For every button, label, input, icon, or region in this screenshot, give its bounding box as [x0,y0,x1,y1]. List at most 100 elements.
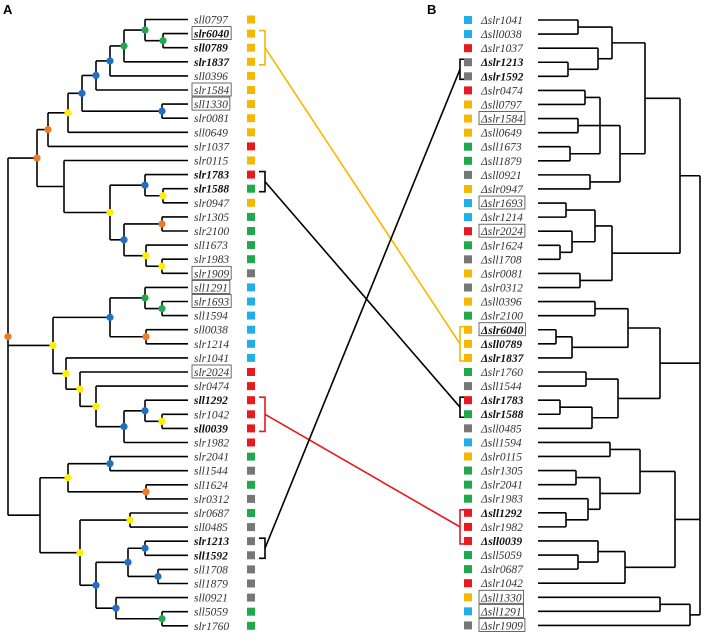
leaf-category-square [247,15,255,24]
leaf-category-square [247,156,255,165]
leaf-label: sll1330 [194,99,228,111]
leaf-label: Δslr6040 [480,325,524,337]
connector-line [264,47,461,345]
leaf-label: Δslr1982 [480,522,523,534]
leaf-label: sll0396 [194,71,228,83]
node-marker [64,109,72,117]
leaf-category-square [464,480,472,489]
leaf-label: slr1214 [194,339,229,351]
node-marker [4,333,12,341]
node-marker [78,89,86,97]
leaf-label: slr1760 [194,621,229,633]
leaf-category-square [464,283,472,292]
leaf-category-square [247,353,255,362]
leaf-label-box [191,364,232,379]
node-marker [158,615,166,623]
leaf-category-square [247,43,255,52]
connector-line [264,181,461,408]
node-marker [158,220,166,228]
cross-panel-connectors [259,29,466,560]
leaf-label: Δslr1305 [480,466,523,478]
leaf-label-box [478,618,526,632]
leaf-label-box [478,195,526,210]
panel-a-tree [4,18,188,627]
node-marker [158,107,166,115]
leaf-label: Δslr2024 [480,226,523,238]
leaf-label: sll1624 [194,480,228,492]
leaf-category-square [464,522,472,531]
leaf-category-square [464,72,472,81]
leaf-label-box [191,82,232,97]
node-marker [62,369,70,378]
leaf-category-square [464,213,472,222]
leaf-category-square [464,255,472,264]
leaf-category-square [247,29,255,38]
leaf-label: slr1584 [194,85,229,97]
leaf-label: sll0485 [194,522,228,534]
node-marker [126,516,134,524]
leaf-category-square [247,297,255,306]
leaf-category-square [247,410,255,419]
leaf-label: Δsll1330 [480,592,522,604]
leaf-category-square [247,466,255,475]
leaf-label-box [191,96,231,111]
leaf-label: sll1291 [194,282,228,294]
leaf-label: Δslr1983 [480,494,523,506]
node-marker [106,313,114,321]
leaf-label-box [191,26,232,41]
leaf-category-square [247,509,255,517]
leaf-label: sll1592 [193,550,228,562]
leaf-label: Δslr1037 [480,43,524,55]
leaf-category-square [464,466,472,475]
leaf-label: Δslr0947 [480,184,524,196]
leaf-label: Δsll1708 [480,254,522,266]
leaf-label: sll1708 [194,564,228,576]
leaf-label: sll1594 [194,311,228,323]
leaf-category-square [247,57,255,66]
leaf-category-square [247,212,255,221]
leaf-label: Δslr1693 [480,198,523,210]
connector-bracket [259,170,266,193]
connector-line [264,68,461,549]
node-marker [159,192,167,200]
leaf-category-square [464,86,472,95]
leaf-category-square [464,142,472,151]
leaf-label: Δsll0039 [480,536,522,548]
leaf-category-square [464,227,472,236]
connector-bracket [259,396,266,433]
leaf-category-square [247,565,255,574]
leaf-label: sll0921 [194,593,228,605]
leaf-category-square [247,480,255,489]
leaf-category-square [247,311,255,320]
leaf-label: Δslr1624 [480,240,523,252]
leaf-label: slr1041 [194,353,229,365]
leaf-category-square [464,170,472,179]
leaf-label-box [478,589,525,604]
leaf-label: slr1042 [194,409,229,421]
leaf-label: slr2100 [194,226,229,238]
node-marker [120,236,128,244]
leaf-label: slr0312 [194,494,229,506]
leaf-label: Δslr0312 [480,283,523,295]
connector-bracket [259,29,266,66]
leaf-category-square [464,16,472,24]
leaf-label: slr1213 [193,536,229,548]
panel-b-letter: B [427,2,436,17]
leaf-category-square [464,30,472,39]
leaf-label: slr1783 [193,170,229,182]
leaf-label: Δsll1673 [480,142,522,154]
node-marker [120,42,128,50]
leaf-category-square [464,382,472,391]
leaf-label: Δslr1042 [480,578,523,590]
leaf-category-square [464,551,472,560]
leaf-label: Δsll1544 [480,381,522,393]
leaf-label-box [191,294,232,308]
leaf-category-square [247,523,255,532]
leaf-label-box [478,603,525,618]
node-marker [154,572,162,581]
leaf-label: sll5059 [194,607,228,619]
leaf-label: Δslr0687 [480,564,524,576]
leaf-category-square [247,142,255,151]
leaf-category-square [464,607,472,616]
leaf-label-box [191,265,232,280]
